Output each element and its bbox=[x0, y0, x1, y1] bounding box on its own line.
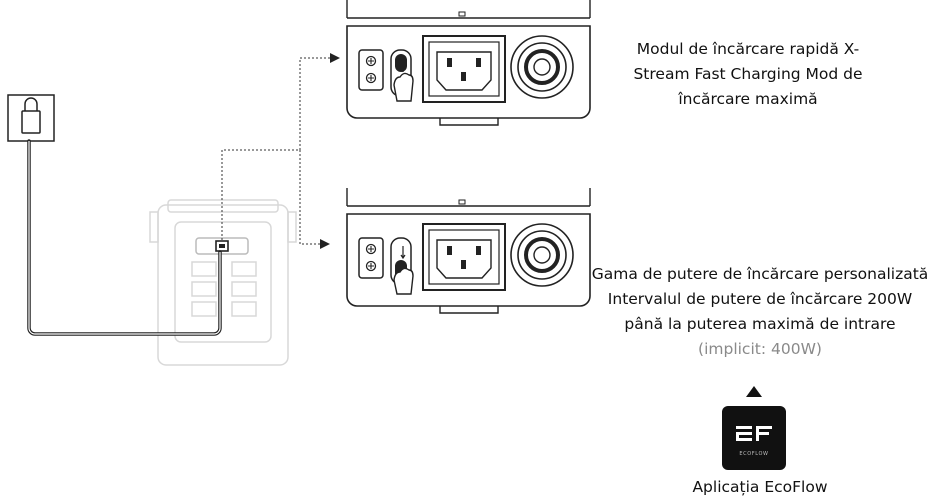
device-panel-custom bbox=[346, 188, 591, 314]
ecoflow-app-icon: ECOFLOW bbox=[722, 406, 786, 470]
fast-charging-mode-label: Modul de încărcare rapidă X-Stream Fast … bbox=[633, 40, 863, 108]
power-station-outline bbox=[149, 199, 297, 366]
wall-outlet-icon bbox=[7, 94, 55, 142]
up-triangle-icon bbox=[746, 386, 762, 397]
arrow-to-custom-mode bbox=[320, 239, 330, 249]
dotted-connector bbox=[221, 57, 330, 245]
default-value-text: (implicit: 400W) bbox=[698, 340, 822, 358]
arrow-to-fast-mode bbox=[330, 53, 340, 63]
custom-range-text: Gama de putere de încărcare personalizat… bbox=[591, 265, 929, 333]
ecoflow-logo-text: ECOFLOW bbox=[739, 451, 769, 457]
device-panel-fast bbox=[346, 0, 591, 126]
ac-input-port-inner bbox=[219, 244, 225, 248]
app-name-label: Aplicația EcoFlow bbox=[692, 478, 828, 496]
custom-range-mode-label: Gama de putere de încărcare personalizat… bbox=[590, 262, 930, 362]
ecoflow-logo-icon bbox=[736, 426, 772, 441]
